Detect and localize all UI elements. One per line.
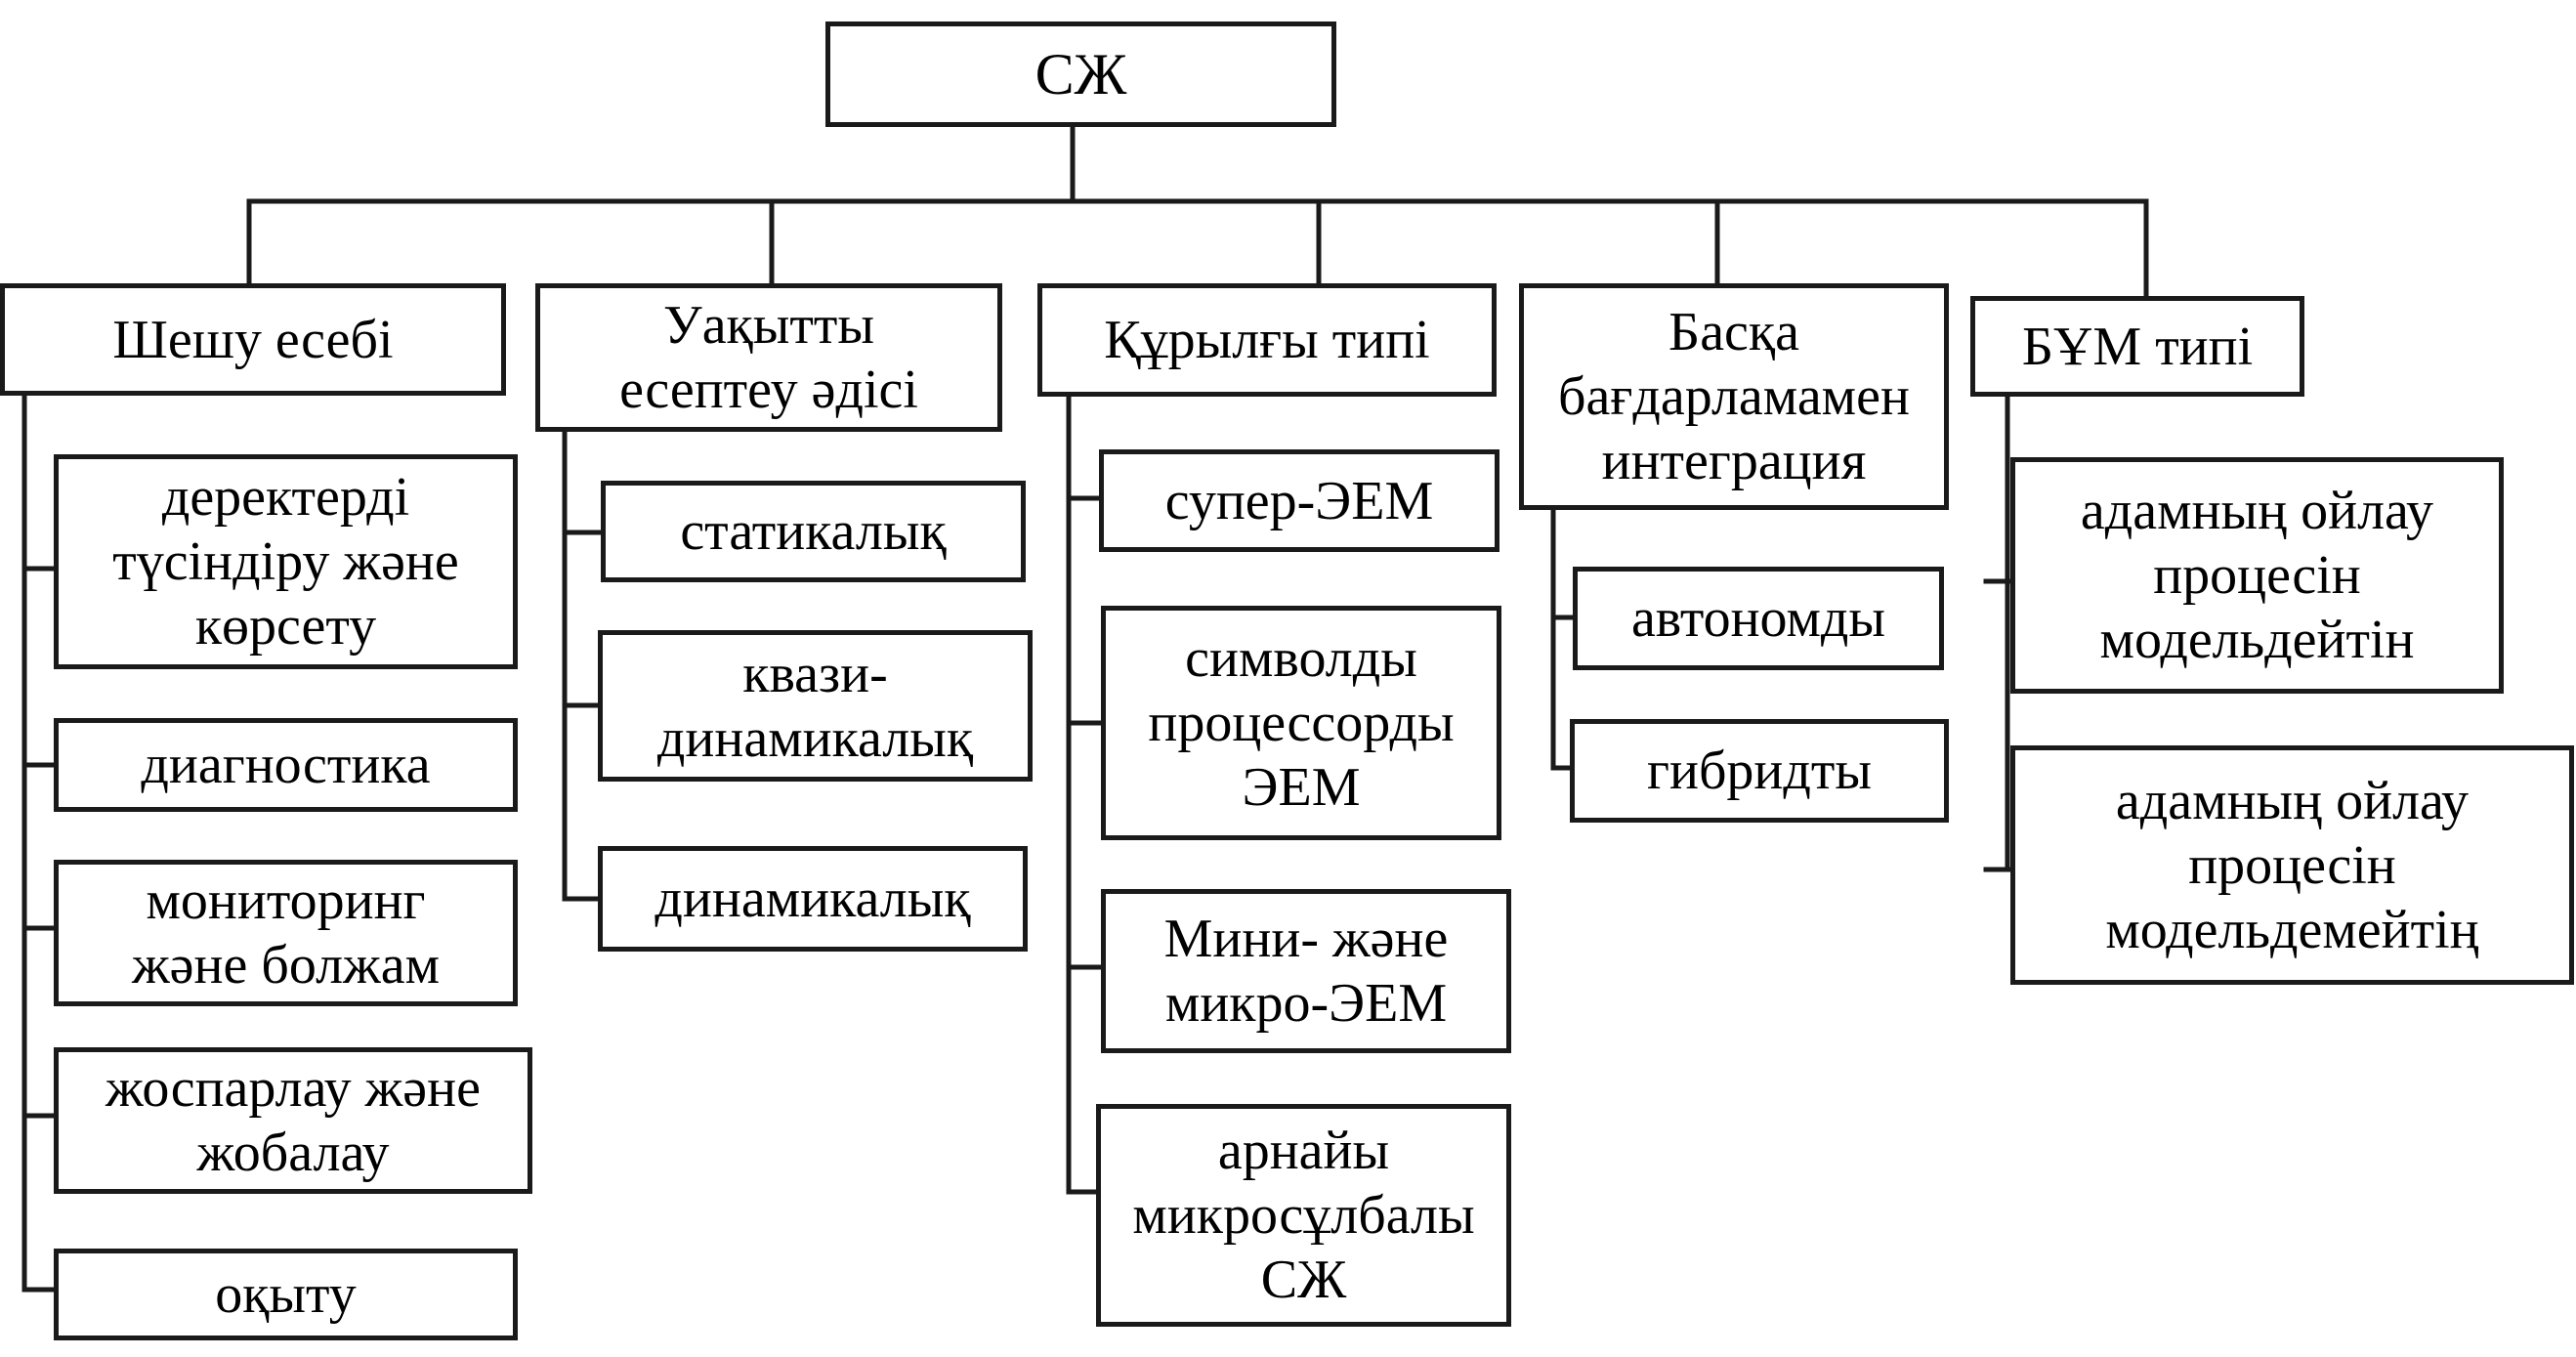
item-static: статикалық xyxy=(601,481,1026,582)
category-bum-type: БҰМ типі xyxy=(1970,296,2304,397)
item-diagnostics: диагностика xyxy=(54,718,518,812)
item-modeling-thinking: адамның ойлау процесін модельдейтін xyxy=(2010,457,2504,694)
item-mini-micro: Мини- және микро-ЭЕМ xyxy=(1101,889,1511,1053)
category-solve-task: Шешу есебі xyxy=(0,283,506,396)
category-device-type: Құрылғы типі xyxy=(1037,283,1497,397)
category-time-method: Уақытты есептеу әдісі xyxy=(535,283,1002,432)
item-data-interpretation: деректерді түсіндіру және көрсету xyxy=(54,454,518,669)
item-super-computer: супер-ЭЕМ xyxy=(1099,449,1499,552)
item-autonomous: автономды xyxy=(1573,567,1944,670)
item-teaching: оқыту xyxy=(54,1249,518,1340)
item-quasi-dynamic: квази- динамикалық xyxy=(598,630,1033,782)
item-symbolic-processor: символды процессорды ЭЕМ xyxy=(1101,606,1501,840)
item-special-chips: арнайы микросұлбалы СЖ xyxy=(1096,1104,1511,1327)
item-dynamic: динамикалық xyxy=(598,846,1028,952)
item-hybrid: гибридты xyxy=(1570,719,1949,823)
item-not-modeling-thinking: адамның ойлау процесін модельдемейтің xyxy=(2010,745,2574,985)
category-integration: Басқа бағдарламамен интеграция xyxy=(1519,283,1949,510)
item-planning-design: жоспарлау және жобалау xyxy=(54,1047,532,1194)
root-node: СЖ xyxy=(825,21,1336,127)
item-monitoring-forecast: мониторинг және болжам xyxy=(54,860,518,1006)
